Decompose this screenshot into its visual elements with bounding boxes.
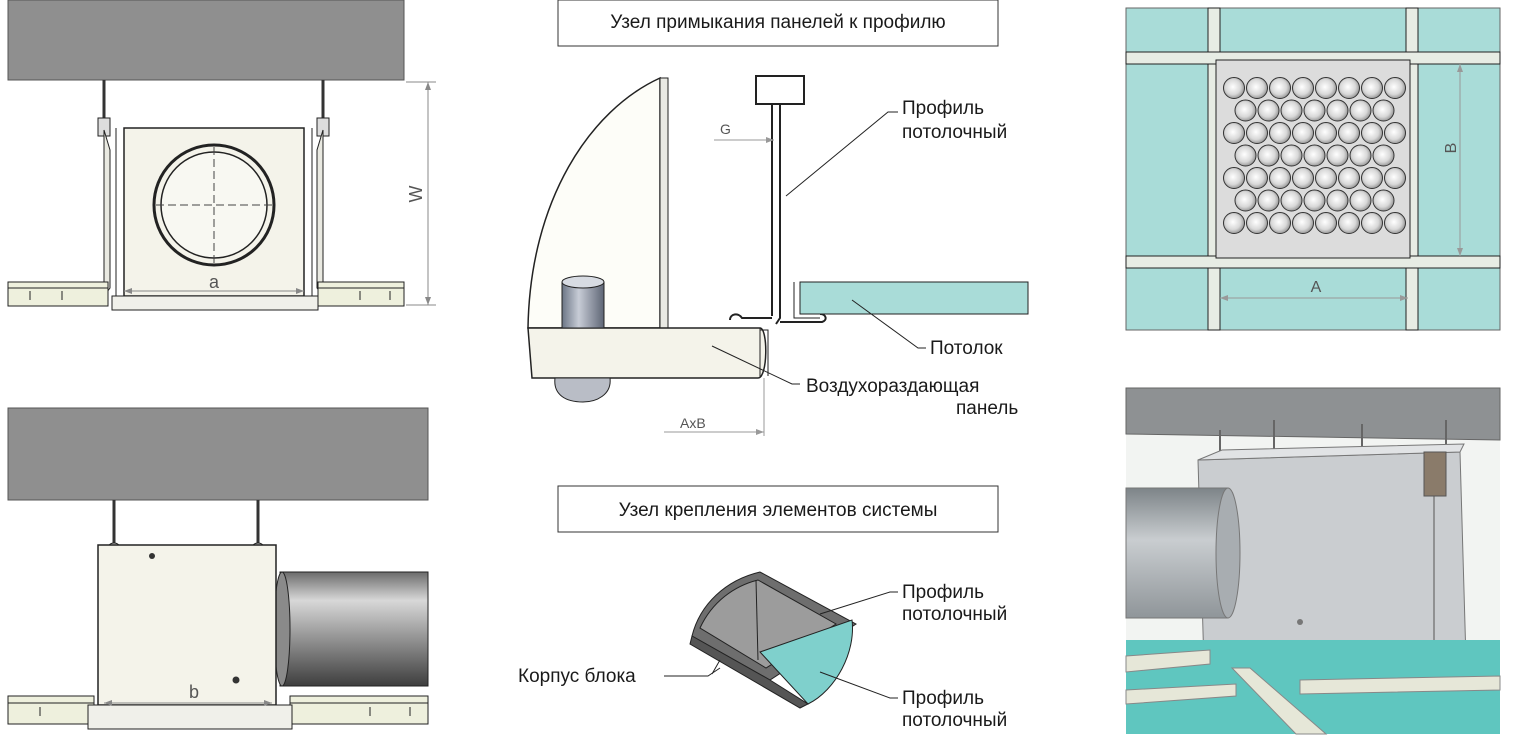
nozzle bbox=[1384, 212, 1406, 234]
label-profile-top-2: потолочный bbox=[902, 122, 1007, 143]
nozzle bbox=[1303, 99, 1326, 122]
side-view-drawing bbox=[7, 407, 429, 730]
nozzle bbox=[1223, 212, 1245, 234]
nozzle bbox=[1315, 167, 1337, 189]
nozzle bbox=[1280, 144, 1303, 167]
label-air-panel-1: Воздухораздающая bbox=[806, 376, 979, 397]
nozzle bbox=[1384, 122, 1406, 144]
title-junction: Узел примыкания панелей к профилю bbox=[610, 12, 945, 33]
nozzle bbox=[1280, 189, 1303, 212]
label-body-block: Корпус блока bbox=[518, 666, 636, 687]
nozzle bbox=[1246, 122, 1268, 144]
nozzle bbox=[1338, 122, 1360, 144]
label-ceiling: Потолок bbox=[930, 338, 1003, 359]
round-duct-flange bbox=[152, 143, 276, 267]
nozzle bbox=[1280, 99, 1303, 122]
nozzle bbox=[1315, 122, 1337, 144]
nozzle bbox=[1349, 99, 1372, 122]
label-air-panel-2: панель bbox=[956, 398, 1018, 419]
round-duct-side bbox=[279, 571, 429, 687]
nozzle bbox=[1269, 77, 1291, 99]
nozzle bbox=[1269, 167, 1291, 189]
dim-a: a bbox=[209, 272, 220, 292]
label-profile-top-1: Профиль bbox=[902, 98, 984, 119]
nozzle bbox=[1361, 212, 1383, 234]
nozzle bbox=[1257, 99, 1280, 122]
nozzle bbox=[1326, 189, 1349, 212]
label-profile-mid-2: потолочный bbox=[902, 604, 1007, 625]
nozzle bbox=[1372, 189, 1395, 212]
unit-body-side bbox=[97, 544, 277, 706]
concrete-slab-top bbox=[7, 0, 405, 81]
nozzle bbox=[1315, 212, 1337, 234]
title-box-junction bbox=[557, 0, 999, 47]
dim-G: G bbox=[720, 121, 731, 137]
label-profile-bot-2: потолочный bbox=[902, 710, 1007, 731]
nozzle bbox=[1326, 99, 1349, 122]
nozzle bbox=[1234, 99, 1257, 122]
nozzle bbox=[1315, 77, 1337, 99]
nozzle bbox=[1257, 189, 1280, 212]
nozzle bbox=[1326, 144, 1349, 167]
nozzle bbox=[1338, 167, 1360, 189]
nozzle bbox=[1384, 77, 1406, 99]
nozzle bbox=[1234, 189, 1257, 212]
dim-AxB: AxB bbox=[680, 415, 706, 431]
nozzle bbox=[1384, 167, 1406, 189]
ceiling-plan-view bbox=[1125, 7, 1501, 331]
label-profile-mid-1: Профиль bbox=[902, 582, 984, 603]
nozzle bbox=[1292, 77, 1314, 99]
nozzle bbox=[1269, 212, 1291, 234]
nozzle bbox=[1234, 144, 1257, 167]
fastening-detail-drawing bbox=[664, 571, 898, 709]
nozzle bbox=[1372, 144, 1395, 167]
nozzle bbox=[1223, 122, 1245, 144]
nozzle bbox=[1361, 122, 1383, 144]
nozzle bbox=[1303, 144, 1326, 167]
nozzle bbox=[1223, 167, 1245, 189]
nozzle bbox=[1338, 212, 1360, 234]
dim-b: b bbox=[189, 682, 199, 702]
nozzle-cylinder bbox=[561, 281, 605, 329]
nozzle bbox=[1292, 167, 1314, 189]
render-3d-view bbox=[1125, 387, 1501, 735]
nozzle bbox=[1361, 167, 1383, 189]
nozzle bbox=[1246, 167, 1268, 189]
title-fastening: Узел крепления элементов системы bbox=[619, 500, 938, 521]
front-view-drawing bbox=[7, 0, 436, 311]
duct-3d bbox=[1125, 487, 1229, 619]
concrete-slab-bottom bbox=[7, 407, 429, 501]
nozzle bbox=[1292, 122, 1314, 144]
nozzle bbox=[1349, 144, 1372, 167]
nozzle bbox=[1246, 77, 1268, 99]
dim-W: W bbox=[406, 186, 426, 203]
nozzle bbox=[1257, 144, 1280, 167]
title-box-fastening bbox=[557, 485, 999, 533]
nozzle bbox=[1246, 212, 1268, 234]
nozzle bbox=[1338, 77, 1360, 99]
ceiling-panel-section bbox=[799, 281, 1029, 315]
nozzle bbox=[1372, 99, 1395, 122]
nozzle bbox=[1269, 122, 1291, 144]
nozzle bbox=[1349, 189, 1372, 212]
junction-section-drawing bbox=[527, 75, 1029, 436]
dim-B: B bbox=[1443, 143, 1460, 154]
nozzle bbox=[1223, 77, 1245, 99]
nozzle bbox=[1361, 77, 1383, 99]
nozzle bbox=[1292, 212, 1314, 234]
label-profile-bot-1: Профиль bbox=[902, 688, 984, 709]
nozzle bbox=[1303, 189, 1326, 212]
dim-A: A bbox=[1311, 279, 1322, 296]
